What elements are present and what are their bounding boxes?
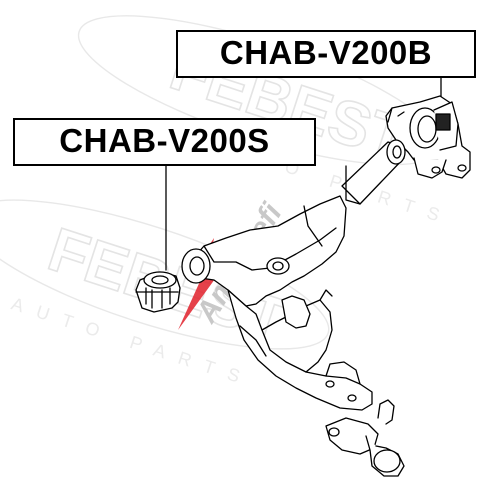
bushing-b-icon bbox=[385, 95, 471, 179]
watermark-ellipse-bottom bbox=[0, 199, 330, 350]
bushing-s-icon bbox=[135, 271, 181, 313]
ball-joint-icon bbox=[325, 399, 405, 477]
part-number-label-b: CHAB-V200B bbox=[176, 30, 476, 78]
part-number-label-s: CHAB-V200S bbox=[13, 118, 316, 166]
control-arm-icon bbox=[181, 139, 406, 411]
